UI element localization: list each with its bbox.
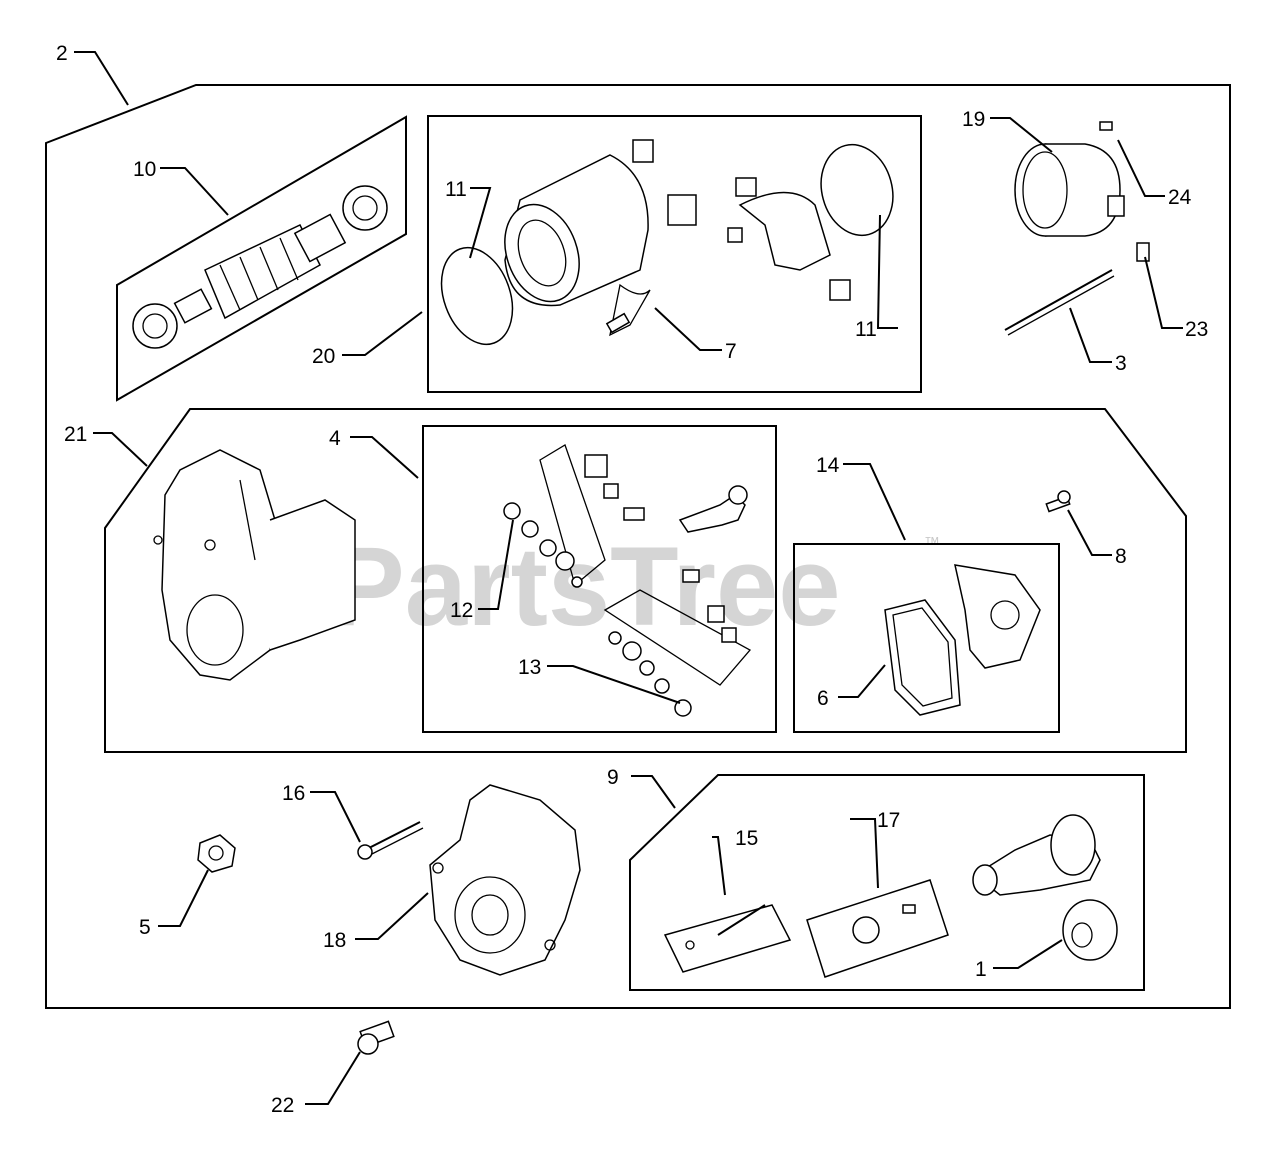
armature-group-box <box>116 115 407 402</box>
assembly-frame <box>45 84 1231 1009</box>
contact-kit-parts <box>503 444 752 717</box>
field-coil-part <box>440 139 697 346</box>
end-frame-part <box>1004 121 1150 336</box>
bolt-16-part <box>357 821 424 860</box>
callout-19[interactable]: 19 <box>962 108 985 131</box>
brush-holder-part <box>727 143 894 301</box>
gasket-kit-box <box>793 543 1060 733</box>
callout-12[interactable]: 12 <box>450 599 473 622</box>
callout-18[interactable]: 18 <box>323 929 346 952</box>
callout-21[interactable]: 21 <box>64 423 87 446</box>
screw-8-part <box>1045 490 1071 513</box>
callout-17[interactable]: 17 <box>877 809 900 832</box>
spring-kit-part <box>663 904 792 973</box>
nut-5-part <box>197 834 236 873</box>
callout-10[interactable]: 10 <box>133 158 156 181</box>
pinion-gear-part <box>972 814 1118 961</box>
callout-11-left[interactable]: 11 <box>445 178 467 201</box>
callout-13[interactable]: 13 <box>518 656 541 679</box>
armature-part <box>132 185 388 349</box>
callout-3[interactable]: 3 <box>1115 352 1127 375</box>
callout-8[interactable]: 8 <box>1115 545 1127 568</box>
callout-2[interactable]: 2 <box>56 42 68 65</box>
contact-kit-box <box>422 425 777 733</box>
watermark-text: PartsTree <box>330 524 841 649</box>
field-coil-group-box <box>427 115 922 393</box>
housing-group-box <box>104 408 1187 753</box>
callout-22[interactable]: 22 <box>271 1094 294 1117</box>
callout-15[interactable]: 15 <box>735 827 758 850</box>
callout-20[interactable]: 20 <box>312 345 335 368</box>
callout-7[interactable]: 7 <box>725 340 737 363</box>
callout-4[interactable]: 4 <box>329 427 341 450</box>
callout-11-right[interactable]: 11 <box>855 318 877 341</box>
drive-housing-part <box>429 784 581 976</box>
housing-part <box>153 449 356 681</box>
callout-14[interactable]: 14 <box>816 454 840 477</box>
callout-23[interactable]: 23 <box>1185 318 1208 341</box>
drive-group-box <box>629 774 1145 991</box>
callout-6[interactable]: 6 <box>817 687 829 710</box>
callout-24[interactable]: 24 <box>1168 186 1192 209</box>
callout-9[interactable]: 9 <box>607 766 619 789</box>
leader-lines <box>74 51 1183 1105</box>
callout-16[interactable]: 16 <box>282 782 305 805</box>
screw-22-part <box>357 1020 395 1055</box>
clutch-kit-part <box>806 879 949 978</box>
callout-1[interactable]: 1 <box>975 958 987 981</box>
callout-5[interactable]: 5 <box>139 916 151 939</box>
gasket-parts <box>884 564 1041 716</box>
